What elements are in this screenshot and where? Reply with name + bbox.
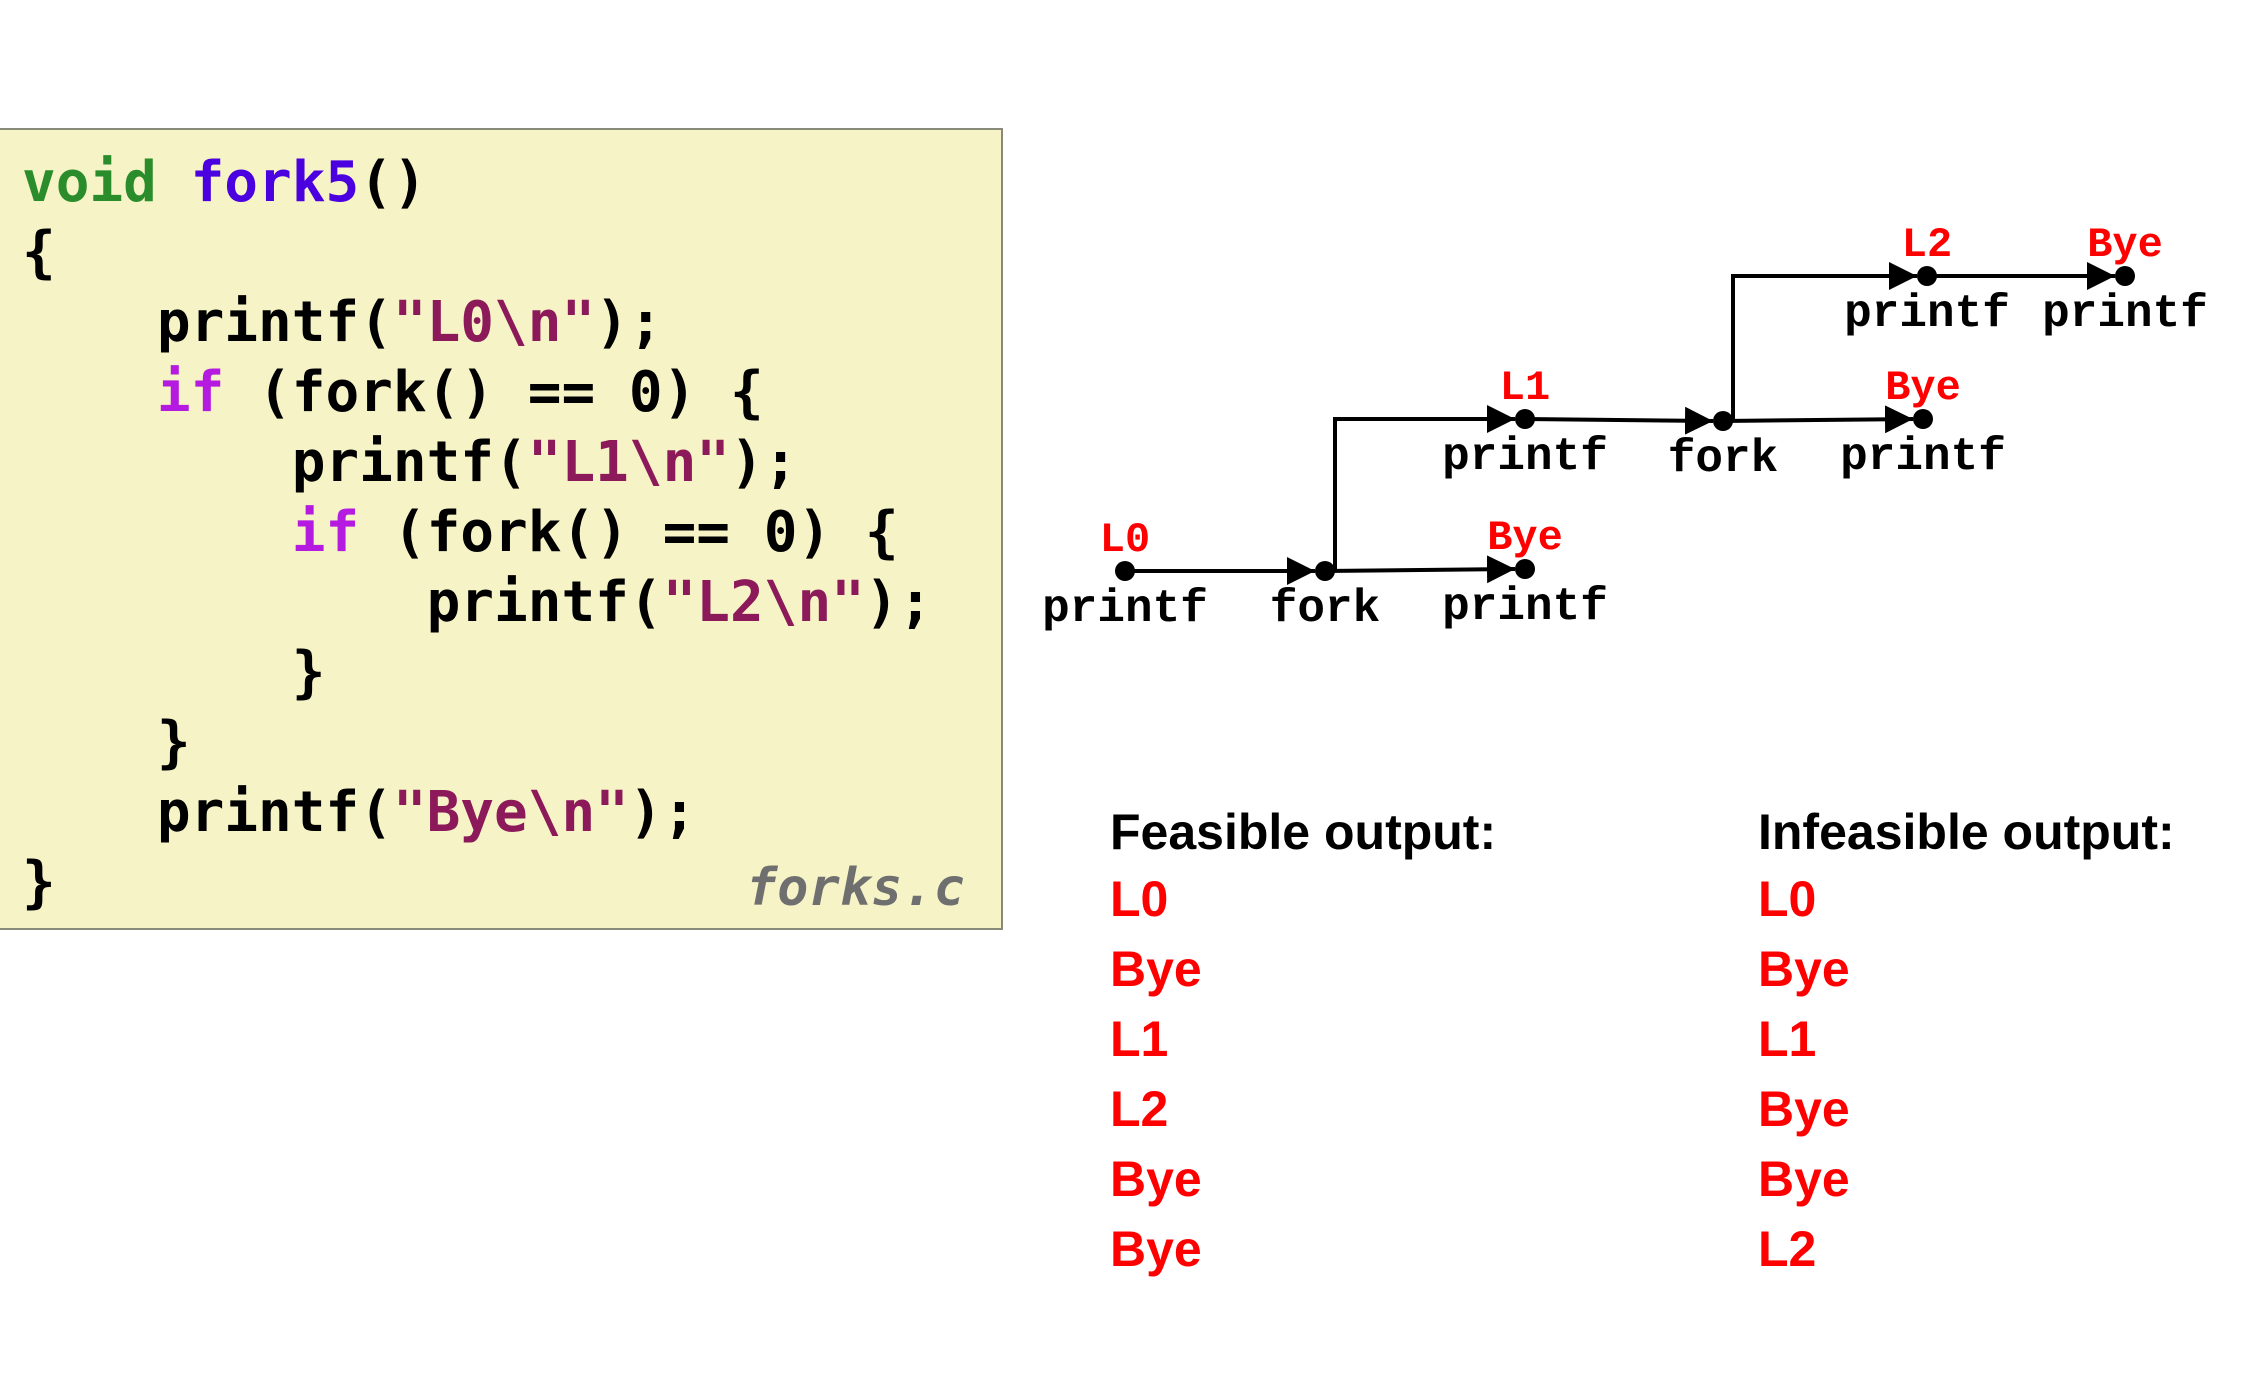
code-token: if [291,500,360,565]
node-output-label: Bye [1885,364,1961,412]
feasible-output-title: Feasible output: [1110,804,1497,860]
code-token: () [359,150,427,215]
node-call-label: fork [1270,583,1380,635]
node-output-label: Bye [1487,514,1563,562]
graph-node [1115,561,1135,581]
infeasible-output-title: Infeasible output: [1758,804,2175,860]
code-token: if [156,360,225,425]
code-token [22,500,292,565]
code-token: { [22,220,56,285]
file-name: forks.c [745,858,965,918]
graph-edge [1722,405,1914,434]
graph-node [1515,559,1535,579]
node-call-label: printf [1442,581,1608,633]
code-token: ); [595,290,663,355]
feasible-output-line: L0 [1110,871,1169,927]
code-token: printf( [22,780,393,845]
code-token: (fork() == 0) { [359,500,899,565]
code-token [157,150,191,215]
graph-node [1713,411,1733,431]
node-output-label: Bye [2087,221,2163,269]
infeasible-output-line: L0 [1758,871,1817,927]
graph-node [1913,409,1933,429]
infeasible-output-line: L1 [1758,1011,1817,1067]
feasible-output-line: Bye [1110,941,1202,997]
feasible-output-line: Bye [1110,1151,1202,1207]
code-token: fork5 [190,150,360,215]
feasible-output-line: Bye [1110,1221,1202,1277]
graph-edge [1324,555,1516,584]
code-token: "L2\n" [662,570,865,635]
code-token: "Bye\n" [392,780,629,845]
code-token: ); [864,570,933,635]
code-token: printf( [22,290,393,355]
code-token: } [22,640,326,705]
code-listing: void fork5() { printf("L0\n"); if (fork(… [22,148,932,918]
feasible-output-line: L1 [1110,1011,1169,1067]
node-output-label: L2 [1902,221,1952,269]
node-call-label: fork [1668,433,1778,485]
code-token: ); [730,430,798,495]
code-token: void [22,150,157,215]
code-token: printf( [22,570,663,635]
infeasible-output-line: Bye [1758,1081,1850,1137]
infeasible-output-line: Bye [1758,941,1850,997]
code-token [22,360,157,425]
node-call-label: printf [1042,583,1208,635]
code-token: "L0\n" [392,290,596,355]
graph-node [1315,561,1335,581]
node-output-label: L0 [1100,516,1150,564]
code-token: } [22,850,56,915]
graph-node [2115,266,2135,286]
node-output-label: L1 [1500,364,1550,412]
node-call-label: printf [1442,431,1608,483]
node-call-label: printf [2042,288,2208,340]
graph-edge [1524,406,1714,435]
graph-node [1917,266,1937,286]
code-panel: void fork5() { printf("L0\n"); if (fork(… [0,128,1003,930]
graph-node [1515,409,1535,429]
infeasible-output-line: L2 [1758,1221,1817,1277]
graph-edge [1731,262,1917,421]
code-token: (fork() == 0) { [224,360,764,425]
code-token: printf( [22,430,528,495]
graph-edge [1333,405,1515,571]
node-call-label: printf [1840,431,2006,483]
code-token: } [22,710,191,775]
code-token: ); [628,780,697,845]
infeasible-output-line: Bye [1758,1151,1850,1207]
feasible-output-line: L2 [1110,1081,1169,1137]
node-call-label: printf [1844,288,2010,340]
code-token: "L1\n" [527,430,731,495]
